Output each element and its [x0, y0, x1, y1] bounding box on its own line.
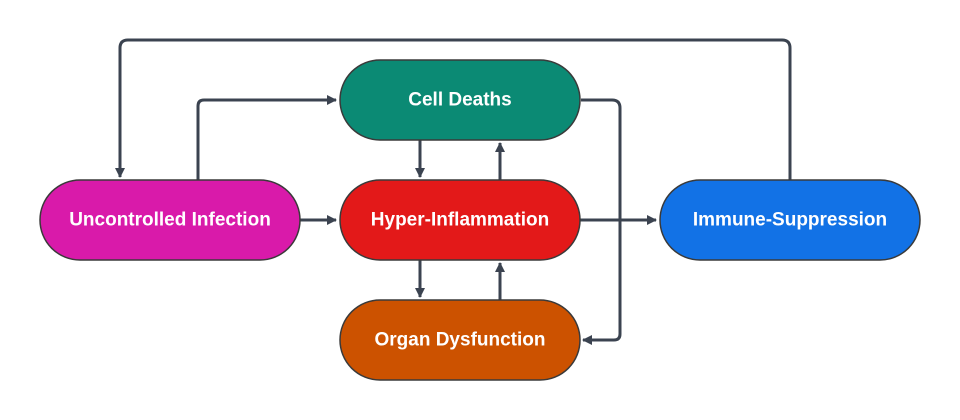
node-hyper-inflammation-label: Hyper-Inflammation	[371, 210, 549, 231]
edges	[115, 38, 792, 345]
node-immune-suppression: Immune-Suppression	[659, 179, 921, 261]
node-hyper-inflammation-shape	[339, 179, 581, 261]
node-immune-suppression-label: Immune-Suppression	[693, 210, 887, 231]
node-immune-suppression-shape	[659, 179, 921, 261]
node-organ-dysfunction-label: Organ Dysfunction	[374, 330, 545, 351]
node-organ-dysfunction-shape	[339, 299, 581, 381]
node-uncontrolled-infection-label: Uncontrolled Infection	[69, 210, 271, 231]
node-uncontrolled-infection: Uncontrolled Infection	[39, 179, 301, 261]
node-cell-deaths-shape	[339, 59, 581, 141]
node-hyper-inflammation: Hyper-Inflammation	[339, 179, 581, 261]
node-cell-deaths: Cell Deaths	[339, 59, 581, 141]
node-organ-dysfunction: Organ Dysfunction	[339, 299, 581, 381]
edge-infection-to-cell-deaths	[196, 95, 337, 180]
edge-immune-suppression-to-infection	[115, 38, 792, 180]
node-cell-deaths-label: Cell Deaths	[408, 90, 511, 111]
node-uncontrolled-infection-shape	[39, 179, 301, 261]
